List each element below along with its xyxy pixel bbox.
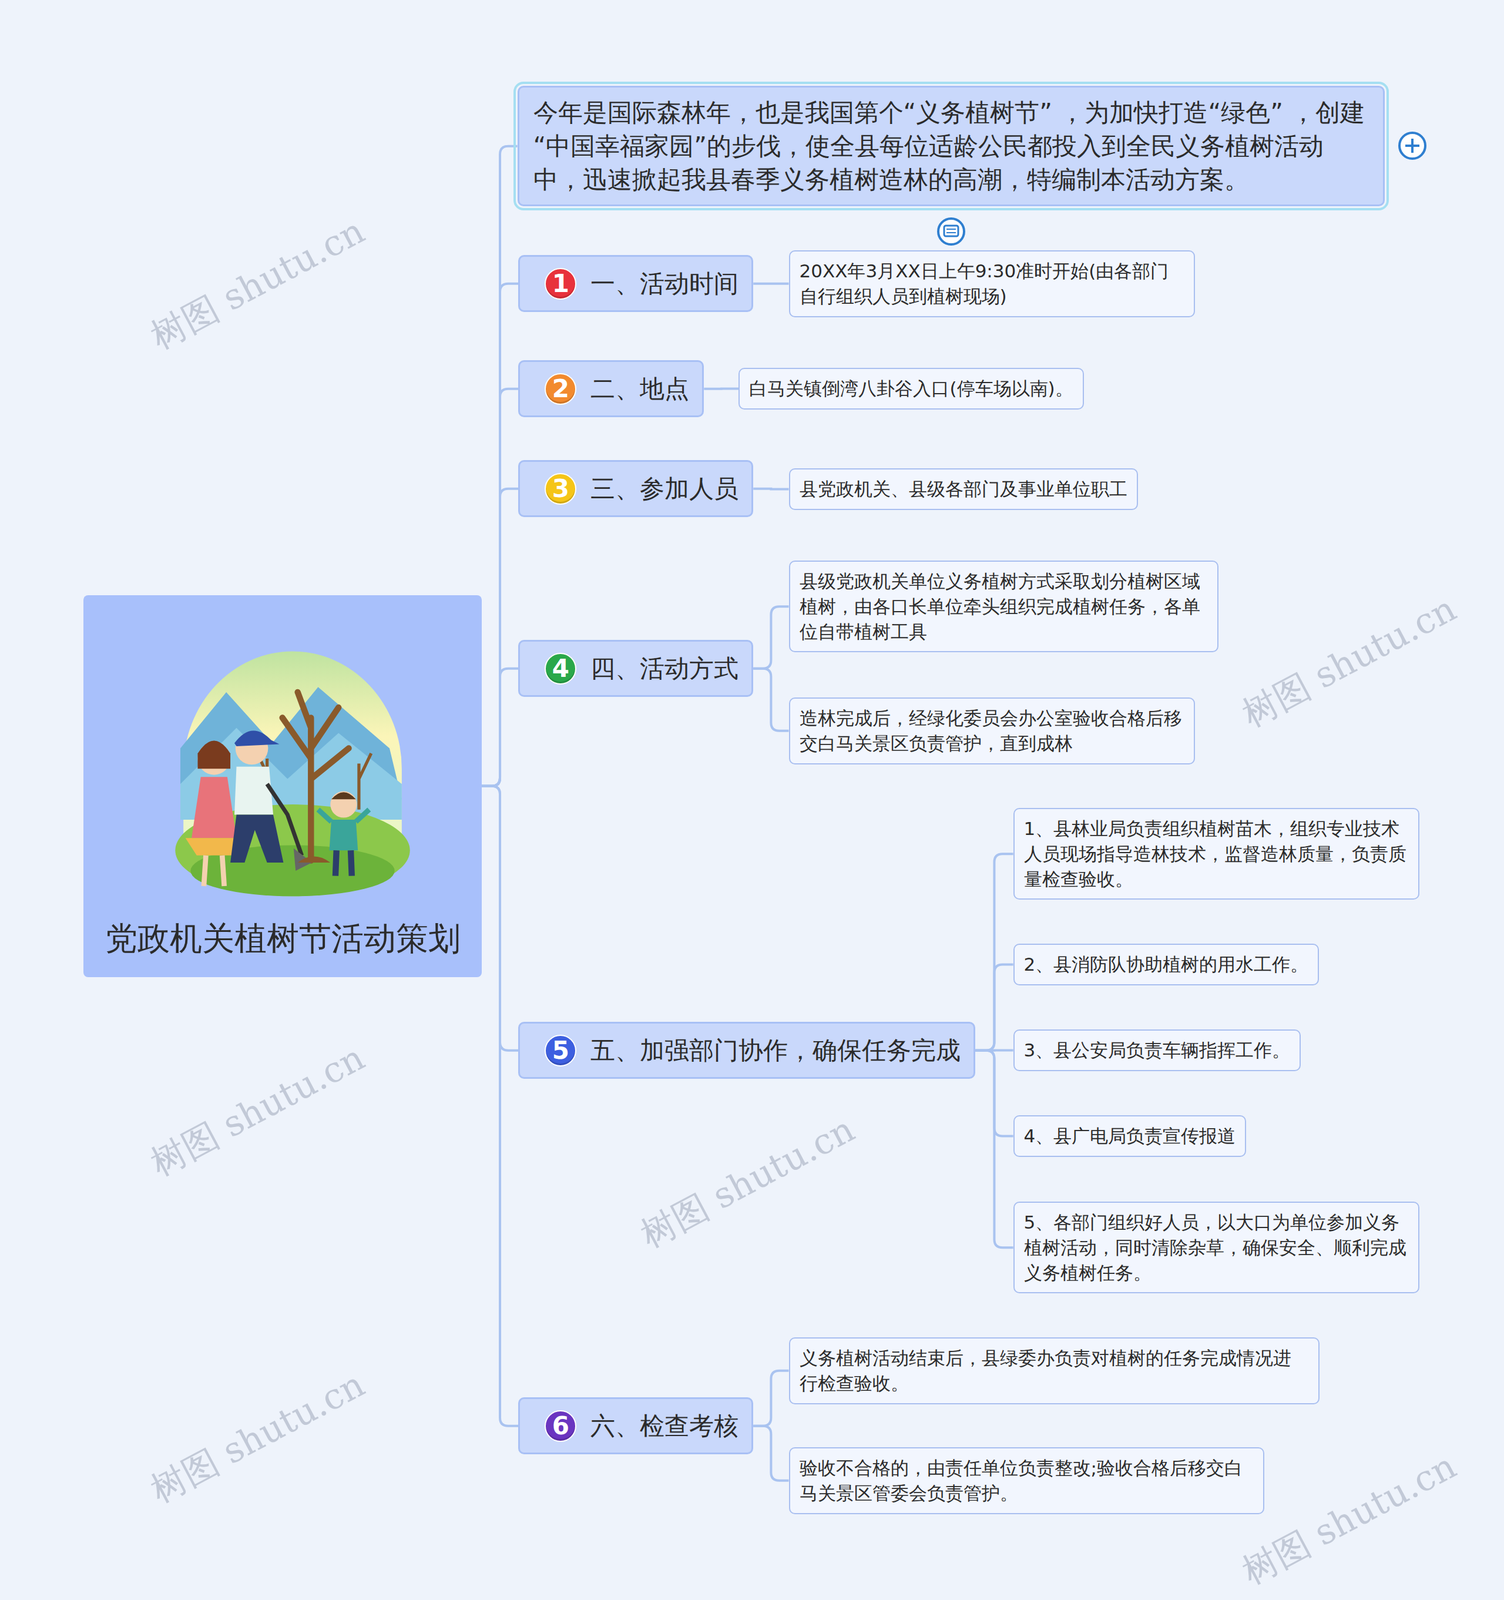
man-figure xyxy=(230,730,312,871)
leaf-node: 3、县公安局负责车辆指挥工作。 xyxy=(1013,1029,1302,1072)
leaf-text: 造林完成后，经绿化委员会办公室验收合格后移交白马关景区负责管护，直到成林 xyxy=(799,707,1183,754)
leaf-node: 验收不合格的，由责任单位负责整改;验收合格后移交白马关景区管委会负责管护。 xyxy=(789,1447,1265,1514)
branch-node: 2 二、地点 xyxy=(518,360,704,418)
branch-connector xyxy=(481,283,519,787)
leaf-node: 白马关镇倒湾八卦谷入口(停车场以南)。 xyxy=(738,367,1084,410)
leaf-node: 县党政机关、县级各部门及事业单位职工 xyxy=(789,468,1138,510)
leaf-text: 4、县广电局负责宣传报道 xyxy=(1024,1125,1237,1147)
leaf-text: 验收不合格的，由责任单位负责整改;验收合格后移交白马关景区管委会负责管护。 xyxy=(799,1457,1243,1504)
watermark: 树图 shutu.cn xyxy=(632,1106,863,1260)
leaf-node: 造林完成后，经绿化委员会办公室验收合格后移交白马关景区负责管护，直到成林 xyxy=(789,697,1195,765)
leaf-node: 4、县广电局负责宣传报道 xyxy=(1013,1115,1247,1157)
note-icon xyxy=(938,218,965,245)
branch-node: 1 一、活动时间 xyxy=(518,254,754,312)
callout-number: 6 xyxy=(544,1410,577,1442)
callout-number: 1 xyxy=(544,267,577,300)
leaf-node: 20XX年3月XX日上午9:30准时开始(由各部门自行组织人员到植树现场) xyxy=(789,250,1195,318)
branch-text: 四、活动方式 xyxy=(590,652,739,686)
branch-connector xyxy=(975,964,1013,1050)
watermark: 树图 shutu.cn xyxy=(142,207,373,361)
watermark: 树图 shutu.cn xyxy=(142,1034,373,1188)
branch-connector xyxy=(703,387,739,390)
leaf-text: 县级党政机关单位义务植树方式采取划分植树区域植树，由各口长单位牵头组织完成植树任… xyxy=(799,570,1201,643)
child-figure xyxy=(318,790,370,876)
leaf-text: 2、县消防队协助植树的用水工作。 xyxy=(1024,953,1309,975)
branch-connector xyxy=(481,786,519,1426)
branch-text: 六、检查考核 xyxy=(590,1409,739,1443)
leaf-text: 1、县林业局负责组织植树苗木，组织专业技术人员现场指导造林技术，监督造林质量，负… xyxy=(1024,817,1407,890)
callout-number: 5 xyxy=(544,1034,577,1067)
watermark: 树图 shutu.cn xyxy=(1233,1442,1465,1596)
leaf-text: 20XX年3月XX日上午9:30准时开始(由各部门自行组织人员到植树现场) xyxy=(799,260,1170,307)
root-node: 党政机关植树节活动策划 xyxy=(83,595,482,978)
branch-text: 二、地点 xyxy=(590,372,690,406)
intro-text: 今年是国际森林年，也是我国第个“义务植树节” ，为加快打造“绿色” ，创建 “中… xyxy=(533,98,1366,194)
branch-connector xyxy=(481,668,519,787)
branch-text: 一、活动时间 xyxy=(590,267,739,301)
branch-node: 4 四、活动方式 xyxy=(518,639,754,697)
branch-connector xyxy=(975,1050,1013,1248)
leaf-node: 5、各部门组织好人员，以大口为单位参加义务植树活动，同时清除杂草，确保安全、顺利… xyxy=(1013,1201,1420,1294)
branch-node: 3 三、参加人员 xyxy=(518,460,754,517)
expand-icon xyxy=(1399,132,1426,159)
branch-connector xyxy=(753,1425,789,1481)
branch-connector xyxy=(753,1370,789,1426)
branch-text: 五、加强部门协作，确保任务完成 xyxy=(590,1034,961,1067)
leaf-text: 县党政机关、县级各部门及事业单位职工 xyxy=(799,478,1128,500)
leaf-text: 白马关镇倒湾八卦谷入口(停车场以南)。 xyxy=(749,377,1073,399)
branch-connector xyxy=(975,853,1013,1050)
callout-number: 3 xyxy=(544,472,577,505)
branch-node: 5 五、加强部门协作，确保任务完成 xyxy=(518,1021,976,1079)
branch-connector xyxy=(753,606,789,668)
branch-connector xyxy=(481,488,519,787)
callout-number: 2 xyxy=(544,373,577,405)
branch-connector xyxy=(753,282,789,285)
leaf-node: 义务植树活动结束后，县绿委办负责对植树的任务完成情况进行检查验收。 xyxy=(789,1337,1320,1405)
branch-connector xyxy=(753,668,789,731)
callout-number: 4 xyxy=(544,652,577,685)
leaf-text: 义务植树活动结束后，县绿委办负责对植树的任务完成情况进行检查验收。 xyxy=(799,1347,1292,1394)
branch-text: 三、参加人员 xyxy=(590,472,739,506)
branch-node: 6 六、检查考核 xyxy=(518,1397,754,1455)
leaf-node: 县级党政机关单位义务植树方式采取划分植树区域植树，由各口长单位牵头组织完成植树任… xyxy=(789,560,1219,653)
branch-connector xyxy=(753,487,789,491)
leaf-text: 3、县公安局负责车辆指挥工作。 xyxy=(1024,1039,1291,1061)
leaf-node: 1、县林业局负责组织植树苗木，组织专业技术人员现场指导造林技术，监督造林质量，负… xyxy=(1013,807,1420,900)
leaf-text: 5、各部门组织好人员，以大口为单位参加义务植树活动，同时清除杂草，确保安全、顺利… xyxy=(1024,1211,1407,1284)
root-title: 党政机关植树节活动策划 xyxy=(83,917,482,961)
watermark: 树图 shutu.cn xyxy=(142,1361,373,1514)
branch-connector xyxy=(481,388,519,787)
watermark: 树图 shutu.cn xyxy=(1233,585,1465,739)
woman-figure xyxy=(185,740,243,886)
leaf-node: 2、县消防队协助植树的用水工作。 xyxy=(1013,943,1320,986)
intro-node: 今年是国际森林年，也是我国第个“义务植树节” ，为加快打造“绿色” ，创建 “中… xyxy=(517,85,1385,207)
